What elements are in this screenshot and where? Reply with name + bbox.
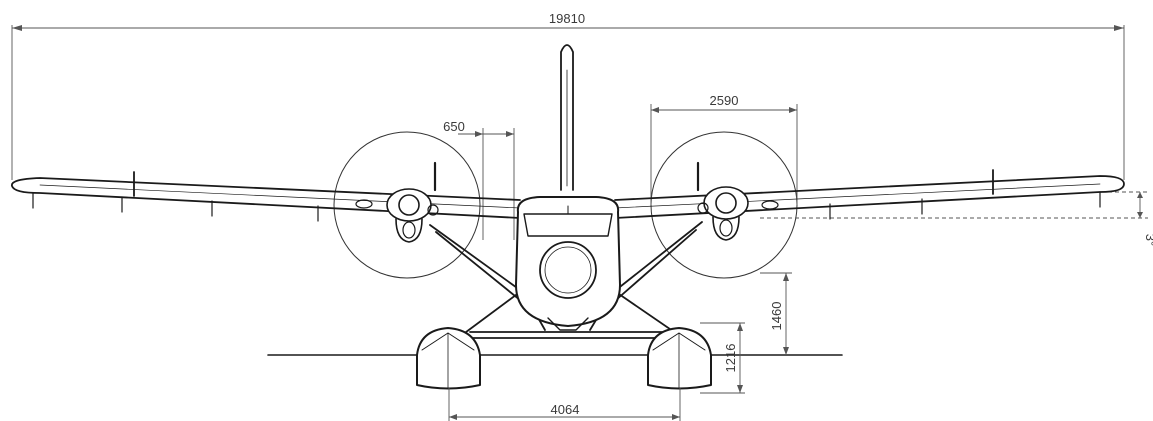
prop-clearance-label: 1460: [769, 302, 784, 331]
float-height-dimension: 1216: [700, 322, 745, 394]
engine-nacelle-left: [355, 161, 439, 243]
float-track-label: 4064: [551, 402, 580, 417]
wingspan-label: 19810: [549, 11, 585, 26]
fuselage: [515, 196, 621, 331]
offset-650-label: 650: [443, 119, 465, 134]
float-left: [416, 327, 481, 390]
float-track-dimension: 4064: [448, 388, 681, 421]
float-right: [647, 327, 712, 390]
propeller-diameter-dimension: 2590: [650, 93, 798, 205]
wing-right: [614, 169, 1125, 220]
dihedral-label: 3°: [1143, 234, 1153, 246]
offset-650-dimension: 650: [443, 119, 515, 240]
float-height-label: 1216: [723, 344, 738, 373]
wingspan-dimension: 19810: [11, 11, 1125, 180]
dihedral-dimension: 3°: [760, 191, 1153, 246]
propeller-disk-left: [333, 131, 481, 279]
vertical-tail: [560, 44, 574, 191]
propeller-diameter-label: 2590: [710, 93, 739, 108]
engine-nacelle-right: [696, 161, 779, 241]
prop-clearance-dimension: 1460: [760, 272, 792, 355]
wing-left: [11, 171, 521, 222]
